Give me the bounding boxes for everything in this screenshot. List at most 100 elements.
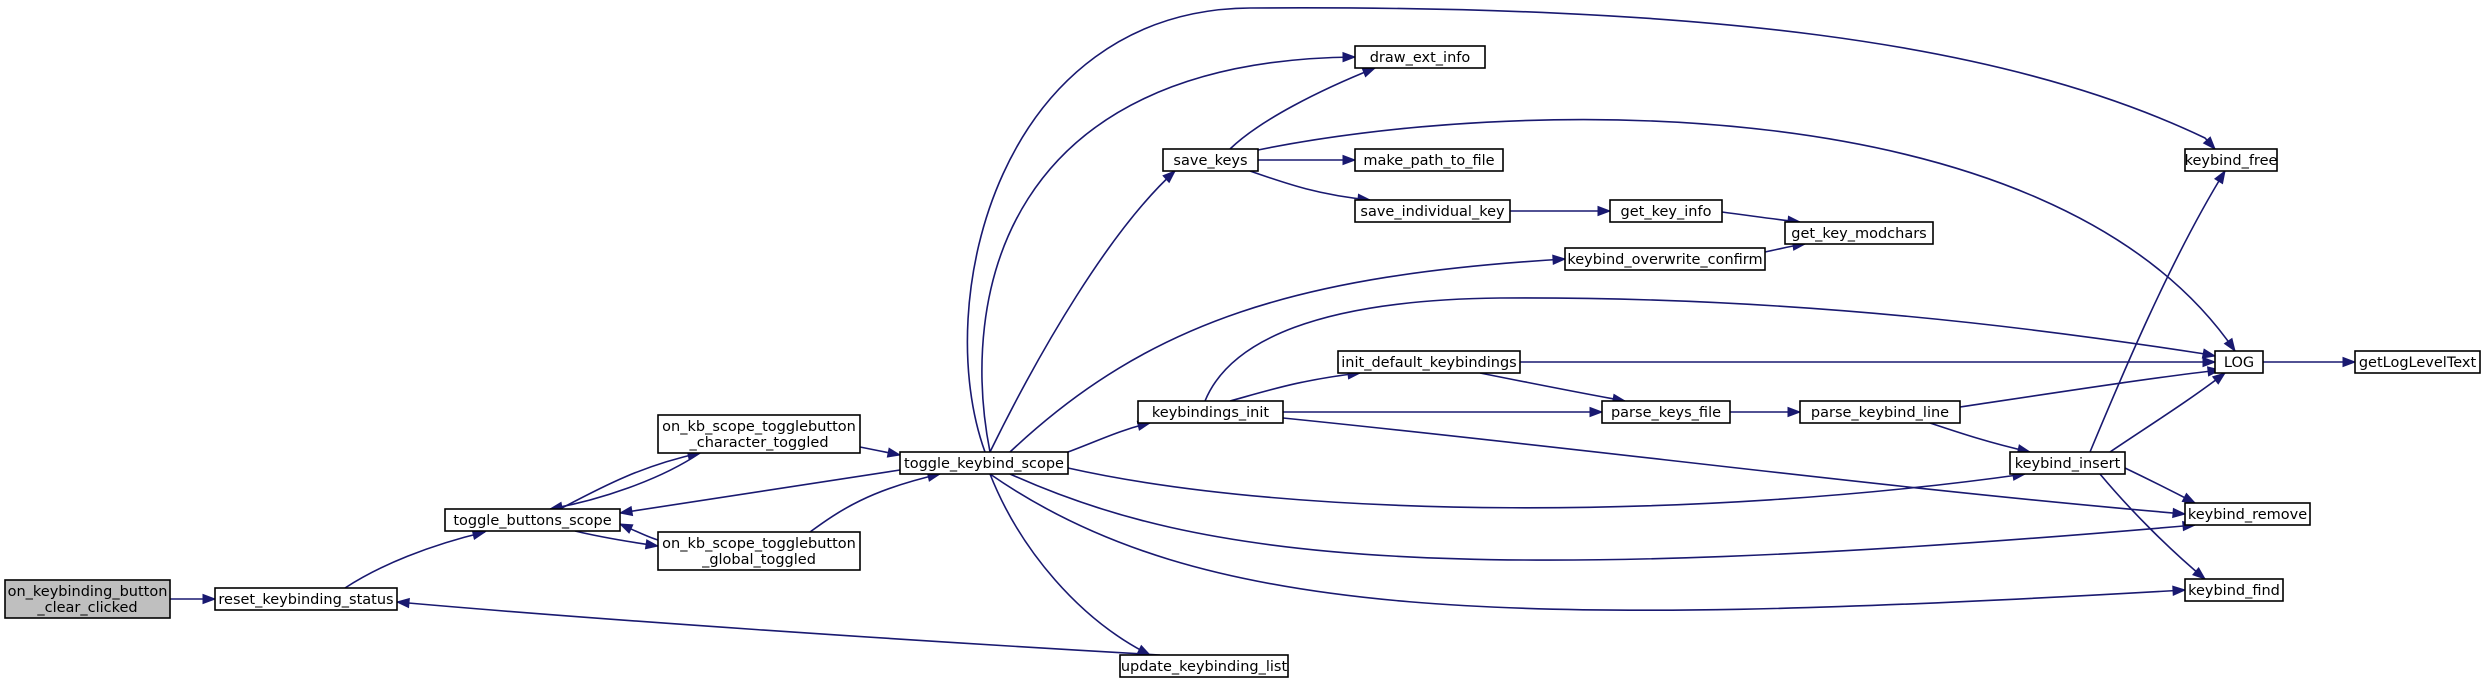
edge-toggle_scope-to-draw_ext_info: [981, 51, 1357, 453]
arrowhead-icon: [2192, 567, 2207, 580]
edge-toggle_scope-to-save_keys: [989, 170, 1177, 453]
node-get-key-info[interactable]: get_key_info: [1609, 199, 1723, 223]
node-reset-status[interactable]: reset_keybinding_status: [214, 587, 398, 611]
node-label: getLogLevelText: [2359, 355, 2477, 371]
edge-line: [559, 452, 701, 510]
node-label: _character_toggled: [688, 435, 828, 451]
node-box: [1137, 400, 1284, 424]
node-save-individual[interactable]: save_individual_key: [1354, 199, 1511, 223]
node-box: [2354, 350, 2481, 374]
call-graph-edges: [170, 7, 2357, 656]
node-label: save_keys: [1173, 153, 1247, 169]
arrowhead-icon: [1361, 67, 1377, 78]
node-keybind-insert[interactable]: keybind_insert: [2009, 451, 2126, 475]
node-box: [1337, 350, 1521, 374]
edge-parse_keybind_line-to-log: [1959, 366, 2222, 408]
edge-line: [2099, 473, 2206, 580]
arrowhead-icon: [2202, 356, 2217, 368]
edge-global_toggled-to-toggle_buttons: [618, 523, 659, 541]
node-parse-keys-file[interactable]: parse_keys_file: [1601, 400, 1731, 424]
node-box: [2184, 502, 2311, 526]
node-keybindings-init[interactable]: keybindings_init: [1137, 400, 1284, 424]
node-char-toggled[interactable]: on_kb_scope_togglebutton_character_toggl…: [657, 414, 861, 454]
edge-toggle_scope-to-keybind_free: [966, 7, 2216, 453]
arrowhead-icon: [618, 505, 634, 517]
node-keybind-remove[interactable]: keybind_remove: [2184, 502, 2311, 526]
arrowhead-icon: [1589, 406, 1604, 418]
node-global-toggled[interactable]: on_kb_scope_togglebutton_global_toggled: [657, 531, 861, 571]
arrowhead-icon: [395, 597, 410, 609]
arrowhead-icon: [2172, 585, 2187, 596]
node-box: [444, 508, 621, 532]
edge-line: [989, 473, 2186, 612]
node-label: init_default_keybindings: [1341, 355, 1516, 371]
edge-line: [966, 7, 2216, 453]
edge-line: [1282, 417, 2186, 515]
arrowhead-icon: [1342, 154, 1357, 166]
edge-line: [1229, 372, 1361, 402]
node-box: [4, 579, 171, 619]
node-get-key-modchars[interactable]: get_key_modchars: [1784, 221, 1934, 245]
edge-line: [989, 473, 1151, 656]
node-box: [2009, 451, 2126, 475]
edge-toggle_scope-to-overwrite_confirm: [1009, 254, 1567, 453]
edge-line: [1204, 297, 2216, 402]
node-save-keys[interactable]: save_keys: [1162, 148, 1259, 172]
node-init-default[interactable]: init_default_keybindings: [1337, 350, 1521, 374]
edge-keybind_insert-to-keybind_find: [2099, 473, 2207, 580]
edge-line: [1929, 422, 2031, 453]
node-label: keybind_free: [2185, 153, 2278, 169]
edge-toggle_buttons-to-char_toggled: [559, 450, 702, 510]
edge-save_keys-to-draw_ext_info: [1229, 67, 1377, 150]
node-label: toggle_keybind_scope: [904, 456, 1064, 472]
node-label: keybind_overwrite_confirm: [1567, 252, 1762, 268]
node-label: reset_keybinding_status: [218, 592, 393, 608]
node-keybind-find[interactable]: keybind_find: [2184, 578, 2284, 602]
edge-save_keys-to-log: [1257, 118, 2236, 353]
node-box: [657, 531, 861, 571]
node-label: toggle_buttons_scope: [453, 513, 611, 529]
node-keybind-free[interactable]: keybind_free: [2184, 148, 2278, 172]
edge-line: [396, 601, 1161, 656]
arrowhead-icon: [2342, 356, 2357, 368]
node-update-list[interactable]: update_keybinding_list: [1119, 654, 1289, 678]
node-parse-keybind-line[interactable]: parse_keybind_line: [1799, 400, 1961, 424]
arrowhead-icon: [2172, 507, 2187, 519]
edge-parse_keys_file-to-parse_keybind_line: [1730, 406, 1802, 418]
node-make-path[interactable]: make_path_to_file: [1354, 148, 1504, 172]
node-log[interactable]: LOG: [2214, 350, 2264, 374]
arrowhead-icon: [1162, 170, 1177, 184]
edge-log-to-get_log_level: [2262, 356, 2357, 368]
node-overwrite-confirm[interactable]: keybind_overwrite_confirm: [1564, 247, 1766, 271]
node-toggle-scope[interactable]: toggle_keybind_scope: [899, 451, 1069, 475]
edge-line: [2109, 372, 2226, 453]
edge-parse_keybind_line-to-keybind_insert: [1929, 422, 2032, 455]
node-box: [1354, 148, 1504, 172]
node-label: parse_keybind_line: [1811, 405, 1949, 421]
edge-line: [344, 531, 486, 589]
node-toggle-buttons[interactable]: toggle_buttons_scope: [444, 508, 621, 532]
arrowhead-icon: [1787, 406, 1802, 418]
arrowhead-icon: [644, 539, 660, 550]
node-draw-ext-info[interactable]: draw_ext_info: [1354, 45, 1486, 69]
edge-keybind_insert-to-log: [2109, 372, 2227, 453]
node-label: _clear_clicked: [36, 600, 137, 616]
arrowhead-icon: [886, 447, 902, 458]
node-box: [1162, 148, 1259, 172]
node-label: keybindings_init: [1152, 405, 1269, 421]
edge-clear_clicked-to-reset_status: [170, 593, 217, 605]
arrowhead-icon: [1342, 51, 1357, 63]
edge-line: [1067, 422, 1151, 453]
arrowhead-icon: [2202, 136, 2216, 151]
node-clear-clicked[interactable]: on_keybinding_button_clear_clicked: [4, 579, 171, 619]
node-label: make_path_to_file: [1363, 153, 1494, 169]
arrowhead-icon: [618, 523, 634, 534]
node-label: get_key_info: [1621, 204, 1712, 220]
node-label: on_keybinding_button: [8, 584, 168, 600]
node-get-log-level[interactable]: getLogLevelText: [2354, 350, 2481, 374]
node-label: parse_keys_file: [1611, 405, 1721, 421]
edge-update_list-to-reset_status: [395, 597, 1161, 656]
node-label: LOG: [2224, 355, 2254, 371]
edge-line: [619, 469, 901, 514]
